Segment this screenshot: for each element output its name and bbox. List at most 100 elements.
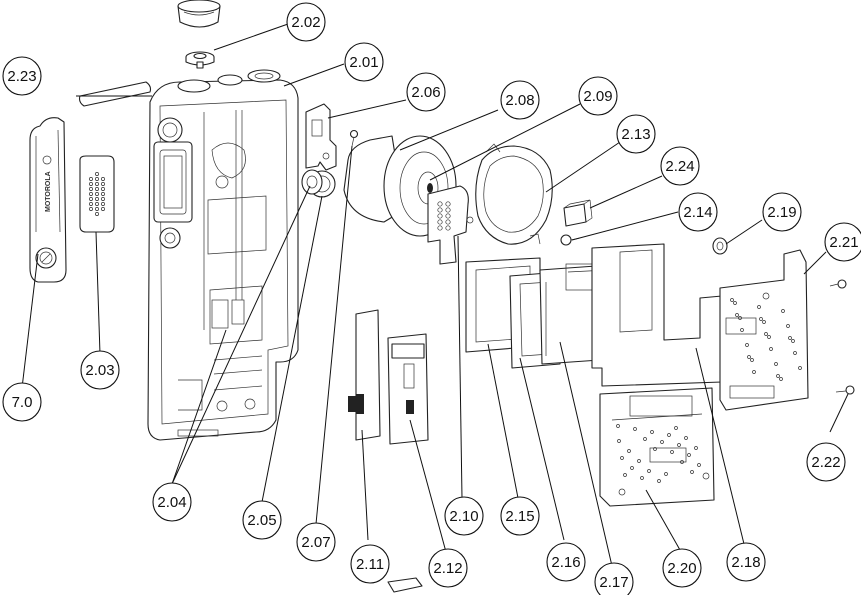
callout-circle (594, 562, 634, 595)
callout-2-20: 2.20 (662, 548, 702, 588)
callout-label: 2.19 (767, 204, 796, 221)
callout-circle (662, 548, 702, 588)
part-small-screw (349, 129, 359, 147)
callout-circle (80, 350, 120, 390)
callout-2-08: 2.08 (500, 80, 540, 120)
callout-label: 2.16 (551, 554, 580, 571)
logo-text: MOTOROLA (45, 171, 52, 212)
callout-circle (806, 442, 846, 482)
part-flex-keypad (427, 185, 474, 265)
callout-2-15: 2.15 (500, 496, 540, 536)
leader-lines (21, 23, 849, 567)
callout-2-05: 2.05 (242, 500, 282, 540)
callout-label: 2.12 (433, 560, 462, 577)
callout-2-07: 2.07 (296, 522, 336, 562)
part-flex-strip (348, 309, 381, 441)
callout-2-12: 2.12 (428, 548, 468, 588)
part-gasket-ring (475, 143, 553, 245)
callout-circle (296, 522, 336, 562)
callout-2-09: 2.09 (578, 76, 618, 116)
callout-label: 2.03 (85, 362, 114, 379)
callout-label: 2.23 (7, 68, 36, 85)
part-lower-pcb (599, 387, 715, 507)
callout-2-11: 2.11 (350, 544, 390, 584)
callout-circle (350, 544, 390, 584)
callout-label: 2.17 (599, 574, 628, 591)
callout-2-17: 2.17 (594, 562, 634, 595)
callout-circle (578, 76, 618, 116)
callout-circle (616, 114, 656, 154)
part-grommet (301, 169, 336, 198)
callout-circle (242, 500, 282, 540)
part-screws-right (829, 279, 855, 395)
callout-label: 2.08 (505, 92, 534, 109)
callout-label: 7.0 (12, 394, 33, 411)
callout-2-19: 2.19 (762, 192, 802, 232)
part-main-housing (147, 69, 299, 441)
part-speaker-grille (79, 155, 115, 233)
part-nut (185, 51, 215, 69)
callout-circle (2, 56, 42, 96)
callout-label: 2.10 (449, 508, 478, 525)
callout-label: 2.07 (301, 534, 330, 551)
callout-2-18: 2.18 (726, 542, 766, 582)
callout-2-14: 2.14 (678, 192, 718, 232)
part-label-strip (78, 81, 152, 107)
part-bracket (305, 103, 337, 171)
callout-label: 2.15 (505, 508, 534, 525)
callout-2-22: 2.22 (806, 442, 846, 482)
callout-circle (500, 496, 540, 536)
callout-circle (726, 542, 766, 582)
callout-label: 2.14 (683, 204, 712, 221)
callout-2-02: 2.02 (286, 2, 326, 42)
callout-circle (660, 146, 700, 186)
callout-2-03: 2.03 (80, 350, 120, 390)
callout-label: 2.09 (583, 88, 612, 105)
callout-2-24: 2.24 (660, 146, 700, 186)
callout-label: 2.13 (621, 126, 650, 143)
callout-circle (406, 72, 446, 112)
callout-2-06: 2.06 (406, 72, 446, 112)
part-side-cover: MOTOROLA (29, 117, 67, 283)
callout-circle (500, 80, 540, 120)
callout-circle (344, 42, 384, 82)
callout-label: 2.24 (665, 158, 694, 175)
callout-2-23: 2.23 (2, 56, 42, 96)
callout-label: 2.18 (731, 554, 760, 571)
part-thermal-sheet (591, 243, 723, 387)
callout-2-10: 2.10 (444, 496, 484, 536)
callout-circle (678, 192, 718, 232)
part-knob (177, 0, 221, 28)
part-upper-pcb (719, 249, 809, 411)
callout-2-21: 2.21 (824, 222, 861, 262)
callout-label: 2.05 (247, 512, 276, 529)
callout-2-01: 2.01 (344, 42, 384, 82)
callout-2-04: 2.04 (152, 482, 192, 522)
callout-circle (2, 382, 42, 422)
callout-circle (762, 192, 802, 232)
callout-2-13: 2.13 (616, 114, 656, 154)
callout-7-0: 7.0 (2, 382, 42, 422)
callout-label: 2.01 (349, 54, 378, 71)
callout-2-16: 2.16 (546, 542, 586, 582)
part-screw (560, 234, 581, 246)
callout-circle (428, 548, 468, 588)
callout-circle (546, 542, 586, 582)
callout-label: 2.04 (157, 494, 186, 511)
callout-circle (444, 496, 484, 536)
callout-circle (152, 482, 192, 522)
part-foam-pad (563, 199, 593, 227)
part-board-module (387, 333, 429, 445)
callout-label: 2.11 (356, 556, 384, 573)
callout-label: 2.21 (829, 234, 858, 251)
part-connector (387, 577, 423, 593)
callout-label: 2.06 (411, 84, 440, 101)
callout-circle (286, 2, 326, 42)
callout-label: 2.20 (667, 560, 696, 577)
part-knob-cap (712, 237, 728, 255)
callout-label: 2.02 (291, 14, 320, 31)
callout-label: 2.22 (811, 454, 840, 471)
